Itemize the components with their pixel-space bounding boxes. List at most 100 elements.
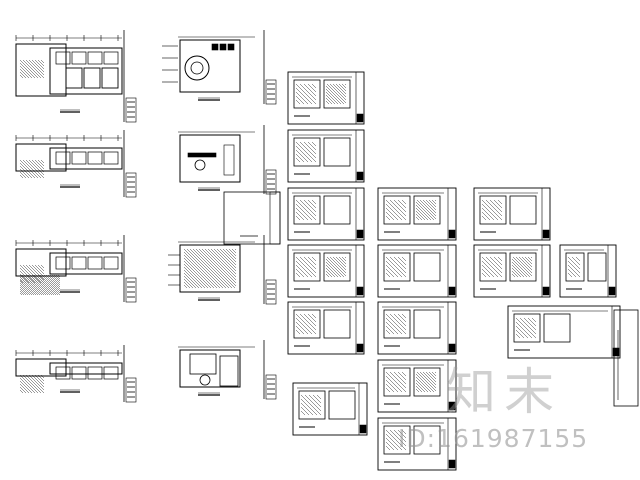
hatch-line xyxy=(527,256,533,262)
hatch-line xyxy=(401,313,407,319)
sheet-frame xyxy=(613,309,639,407)
hatch-line xyxy=(325,91,339,105)
hatch-line xyxy=(300,398,318,416)
elevation-panel xyxy=(323,137,351,167)
hatch-line xyxy=(512,256,533,277)
hatch-line xyxy=(19,74,24,79)
elevation-hatch xyxy=(295,141,317,163)
ceiling-grid xyxy=(183,248,237,289)
hatch-line xyxy=(485,256,503,274)
hatch-line xyxy=(389,429,407,447)
hatch-line xyxy=(300,402,314,416)
hatch-line xyxy=(415,210,426,221)
hatch-line xyxy=(295,329,301,335)
detail-sheet-1 xyxy=(287,71,365,125)
hatch-line xyxy=(295,211,305,221)
ceiling-outline xyxy=(179,39,241,93)
hatch-line xyxy=(481,207,495,221)
elevation-panel xyxy=(293,252,321,282)
hatch-line xyxy=(183,248,224,289)
hatch-line xyxy=(222,248,237,263)
hatch-line xyxy=(57,274,61,278)
plan-hatch xyxy=(19,59,45,79)
elevation-panel xyxy=(513,313,541,343)
sheet-title-mark xyxy=(448,343,456,353)
hatch-line xyxy=(55,274,61,280)
sheet-title-mark xyxy=(542,229,550,239)
elevation-hatch xyxy=(385,313,407,335)
hatch-line xyxy=(523,317,537,331)
title-block xyxy=(263,30,277,105)
hatch-line xyxy=(397,371,407,381)
hatch-line xyxy=(37,59,45,67)
hatch-line xyxy=(22,59,42,79)
plan-hatch xyxy=(19,374,45,394)
hatch-line xyxy=(393,256,407,270)
hatch-line xyxy=(183,281,191,289)
elevation-panel xyxy=(293,195,321,225)
hatch-line xyxy=(385,433,403,451)
hatch-line xyxy=(312,394,322,404)
legend-sheet xyxy=(223,191,281,245)
hatch-line xyxy=(19,279,24,284)
sheet-title-mark xyxy=(356,171,364,181)
hatch-line xyxy=(22,374,42,394)
plan-wing-right xyxy=(49,252,123,275)
hatch-line xyxy=(489,199,503,213)
scale-caption xyxy=(198,297,220,301)
hatch-line xyxy=(416,371,437,392)
hatch-line xyxy=(41,274,61,294)
hatch-line xyxy=(295,145,313,163)
elevation-hatch xyxy=(295,199,317,221)
hatch-line xyxy=(481,264,495,278)
hatch-line xyxy=(31,274,53,296)
title-block-frame xyxy=(125,277,137,303)
elevation-panel xyxy=(328,390,356,420)
hatch-line xyxy=(389,256,407,274)
ceiling-medallion xyxy=(194,159,206,171)
title-block xyxy=(123,130,137,198)
hatch-line xyxy=(325,267,336,278)
hatch-line xyxy=(19,71,27,79)
elevation-hatch xyxy=(385,429,407,451)
hatch-line xyxy=(23,274,45,296)
hatch-line xyxy=(19,278,37,296)
label-bar xyxy=(187,152,217,158)
sheet-title-mark xyxy=(448,229,456,239)
hatch-line xyxy=(300,406,310,416)
plan-room xyxy=(101,67,119,89)
elevation-hatch xyxy=(385,371,407,393)
hatch-line xyxy=(481,260,499,278)
room-block xyxy=(219,355,239,387)
fixture-symbol xyxy=(199,374,211,386)
plan-room xyxy=(55,51,71,65)
elevation-panel xyxy=(479,252,507,282)
title-block xyxy=(123,30,137,123)
right-edge-sheet xyxy=(613,309,639,407)
hatch-line xyxy=(515,325,529,339)
hatch-line xyxy=(326,83,347,104)
hatch-line xyxy=(311,256,317,262)
title-block-frame xyxy=(265,79,277,105)
hatch-line xyxy=(37,264,45,272)
light-fixture xyxy=(219,43,227,51)
hatch-line xyxy=(385,211,395,221)
elevation-panel xyxy=(383,425,411,455)
legend-title-strip xyxy=(269,191,281,245)
scale-caption xyxy=(60,389,80,393)
hatch-line xyxy=(385,387,391,393)
detail-sheet-8 xyxy=(377,244,457,298)
hatch-line xyxy=(338,83,347,92)
plan-room xyxy=(103,51,119,65)
elevation-hatch xyxy=(481,199,503,221)
hatch-line xyxy=(567,272,573,278)
hatch-line xyxy=(393,313,407,327)
room-block xyxy=(189,353,217,375)
sheet-title-mark xyxy=(608,286,616,296)
sheet-frame xyxy=(473,244,551,298)
hatch-line xyxy=(515,333,521,339)
plan-hatch xyxy=(19,159,45,179)
sheet-frame xyxy=(507,305,621,359)
elevation-panel xyxy=(383,252,411,282)
hatch-line xyxy=(401,256,407,262)
